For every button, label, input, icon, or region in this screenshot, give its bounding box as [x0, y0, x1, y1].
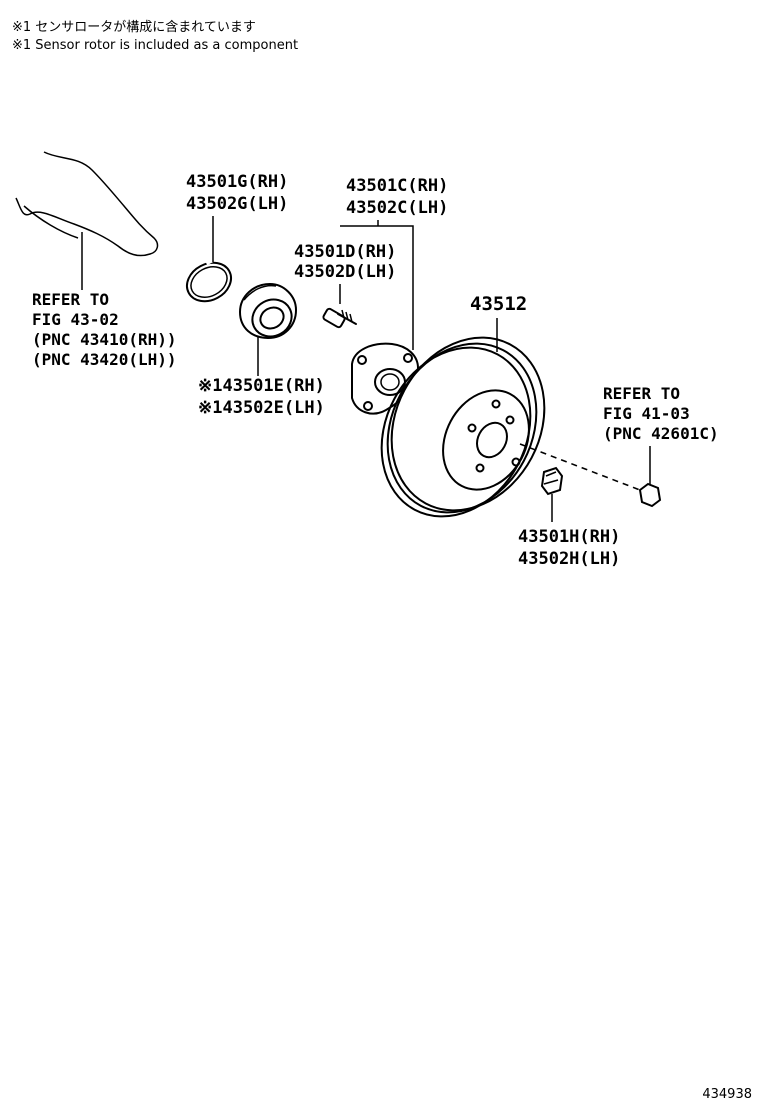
hub-nut-icon: [540, 466, 564, 522]
figure-id: 434938: [702, 1087, 752, 1102]
disc-label: 43512: [470, 293, 528, 315]
hub-bolt-label-lh: 43502D(LH): [294, 262, 397, 282]
note-japanese: ※1 センサロータが構成に含まれています: [12, 20, 256, 35]
refer-43-02-line3: (PNC 43410(RH)): [32, 330, 177, 349]
hub-bolt-label-rh: 43501D(RH): [294, 242, 397, 262]
disc-rotor-icon: [380, 318, 546, 518]
refer-43-02-line4: (PNC 43420(LH)): [32, 350, 177, 369]
bearing-label-lh: ※143502E(LH): [198, 398, 325, 418]
wheel-nut-icon: [519, 443, 662, 508]
note-english: ※1 Sensor rotor is included as a compone…: [12, 38, 299, 53]
hub-assy-label-rh: 43501C(RH): [346, 176, 449, 196]
hub-bolt-icon: [322, 284, 357, 329]
snap-ring-label-rh: 43501G(RH): [186, 172, 289, 192]
hub-assy-leader: [340, 220, 414, 240]
hub-nut-label-lh: 43502H(LH): [518, 549, 621, 569]
hub-assy-label-lh: 43502C(LH): [346, 198, 449, 218]
snap-ring-icon: [186, 216, 232, 303]
hub-nut-label-rh: 43501H(RH): [518, 527, 621, 547]
refer-41-03-line2: FIG 41-03: [603, 404, 690, 423]
bearing-label-rh: ※143501E(RH): [198, 376, 325, 396]
steering-knuckle-icon: [15, 151, 159, 290]
refer-41-03-line3: (PNC 42601C): [603, 424, 719, 443]
refer-43-02-line1: REFER TO: [32, 290, 110, 309]
refer-43-02-line2: FIG 43-02: [32, 310, 119, 329]
refer-41-03-line1: REFER TO: [603, 384, 681, 403]
snap-ring-label-lh: 43502G(LH): [186, 194, 289, 214]
bearing-icon: [238, 282, 298, 376]
